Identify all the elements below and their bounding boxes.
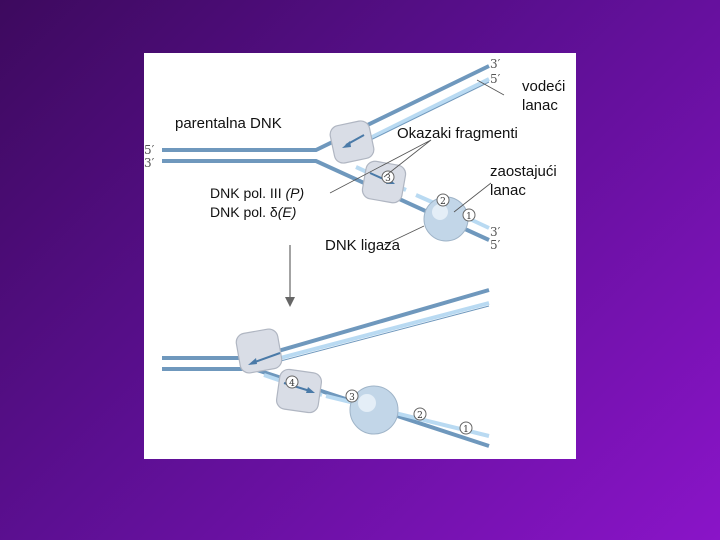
polymerase-iii-symbol: (P) (285, 185, 305, 201)
lagging-strand-label: zaostajući lanac (490, 163, 557, 199)
end-label-left-bottom: 3′ (144, 156, 155, 170)
leading-pointer (476, 79, 505, 96)
bottom-replication-fork: 4 3 2 1 (162, 288, 490, 448)
bottom-fragment-number-1: 1 (463, 425, 469, 435)
bottom-leading-edge (253, 305, 490, 369)
bottom-fragment-circle-1 (459, 421, 473, 435)
bottom-fragment-number-3: 3 (349, 393, 355, 403)
replication-diagram: 3 2 1 (162, 64, 505, 448)
fragment-circle-1 (462, 208, 476, 222)
lagging-pointer (453, 182, 492, 213)
bottom-fragment-circle-4 (285, 375, 299, 389)
polymerase-delta-symbol: (E) (277, 204, 297, 220)
leading-arrowhead (342, 141, 351, 148)
bottom-leading-strand (253, 301, 490, 367)
ligase-sphere-highlight (432, 204, 448, 220)
polymerase-iii-label: DNK pol. III (P) (210, 184, 304, 202)
bottom-leading-arrowhead (248, 358, 257, 365)
end-label-bottom-right-lower: 5′ (490, 238, 501, 252)
ligase-label: DNK ligaza (325, 237, 401, 254)
bottom-lagging-arrowhead (306, 387, 315, 393)
bottom-lagging-polymerase (275, 368, 323, 414)
okazaki-pointer (329, 139, 432, 194)
okazaki-label: Okazaki fragmenti (397, 125, 518, 142)
parental-dna-label: parentalna DNK (175, 115, 282, 132)
bottom-ligase-highlight (358, 394, 376, 412)
bottom-fragment-number-4: 4 (289, 379, 295, 389)
bottom-fragment-circle-2 (413, 407, 427, 421)
bottom-fragment-number-2: 2 (417, 411, 423, 421)
leading-strand-label: vodeći lanac (522, 78, 566, 114)
polymerase-delta-text: DNK pol. δ (210, 204, 278, 220)
fragment-number-3: 3 (385, 174, 391, 184)
end-label-top-right-lower: 5′ (490, 72, 501, 86)
figure-panel: 3 2 1 (144, 53, 576, 459)
polymerase-iii-text: DNK pol. III (210, 185, 286, 201)
fragment-number-1: 1 (466, 212, 472, 222)
end-label-bottom-right-upper: 3′ (490, 225, 501, 239)
polymerase-delta-label: DNK pol. δ(E) (210, 203, 296, 221)
fragment-number-2: 2 (440, 197, 446, 207)
top-replication-fork: 3 2 1 (162, 64, 505, 246)
ligase-pointer (383, 225, 425, 246)
fragment-circle-3 (381, 170, 395, 184)
bottom-leading-polymerase (235, 328, 283, 374)
bottom-parental-strand-bottom (162, 367, 490, 448)
bottom-fragment-circle-3 (345, 389, 359, 403)
transition-arrow (285, 245, 295, 307)
end-label-left-top: 5′ (144, 143, 155, 157)
end-label-top-right-upper: 3′ (490, 57, 501, 71)
bottom-leading-arrow (251, 352, 281, 364)
fragment-circle-2 (436, 193, 450, 207)
parental-strand-top (162, 64, 490, 152)
